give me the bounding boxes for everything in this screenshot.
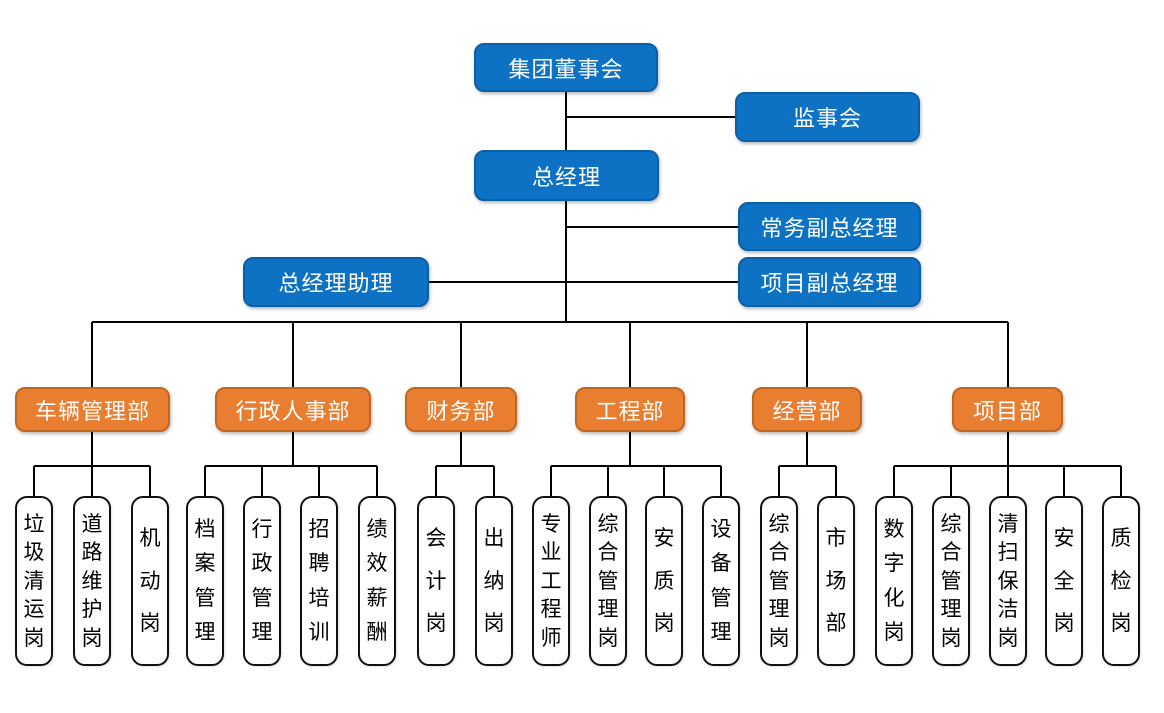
node-pos-digitalization: 数字化岗 bbox=[875, 496, 913, 666]
node-pos-garbage-clearing: 垃圾清运岗 bbox=[15, 496, 53, 666]
node-pos-admin-management: 行政管理 bbox=[243, 496, 281, 666]
node-dept-engineering: 工程部 bbox=[575, 387, 685, 432]
node-gm-assistant: 总经理助理 bbox=[243, 257, 429, 307]
node-pos-mobile: 机动岗 bbox=[131, 496, 169, 666]
node-dept-project: 项目部 bbox=[952, 387, 1063, 432]
node-pos-recruitment-training: 招聘培训 bbox=[300, 496, 338, 666]
node-pos-market: 市场部 bbox=[817, 496, 855, 666]
node-pos-professional-engineer: 专业工程师 bbox=[532, 496, 570, 666]
node-pos-accounting: 会计岗 bbox=[417, 496, 455, 666]
node-dept-operations: 经营部 bbox=[752, 387, 862, 432]
node-pos-cashier: 出纳岗 bbox=[475, 496, 513, 666]
node-dept-vehicle-management: 车辆管理部 bbox=[15, 387, 170, 432]
node-pos-proj-general-management: 综合管理岗 bbox=[932, 496, 970, 666]
connector-department-bus bbox=[91, 321, 1009, 387]
node-pos-safety-quality: 安质岗 bbox=[645, 496, 683, 666]
node-dept-admin-hr: 行政人事部 bbox=[215, 387, 371, 432]
node-pos-equipment-management: 设备管理 bbox=[702, 496, 740, 666]
node-pos-ops-general-management: 综合管理岗 bbox=[760, 496, 798, 666]
node-pos-quality-inspection: 质检岗 bbox=[1102, 496, 1140, 666]
node-pos-safety: 安全岗 bbox=[1045, 496, 1083, 666]
node-pos-eng-general-management: 综合管理岗 bbox=[589, 496, 627, 666]
node-pos-road-maintenance: 道路维护岗 bbox=[73, 496, 111, 666]
node-pos-performance-compensation: 绩效薪酬 bbox=[358, 496, 396, 666]
node-board-of-directors: 集团董事会 bbox=[474, 43, 658, 92]
node-project-deputy-gm: 项目副总经理 bbox=[738, 257, 921, 307]
node-supervisory-board: 监事会 bbox=[735, 92, 920, 142]
node-dept-finance: 财务部 bbox=[405, 387, 517, 432]
node-pos-cleaning: 清扫保洁岗 bbox=[989, 496, 1027, 666]
connector-position-buses bbox=[33, 432, 1122, 496]
node-general-manager: 总经理 bbox=[474, 150, 659, 201]
connector-executive-lines bbox=[429, 92, 738, 322]
node-pos-archives-management: 档案管理 bbox=[186, 496, 224, 666]
node-executive-deputy-gm: 常务副总经理 bbox=[738, 202, 921, 251]
